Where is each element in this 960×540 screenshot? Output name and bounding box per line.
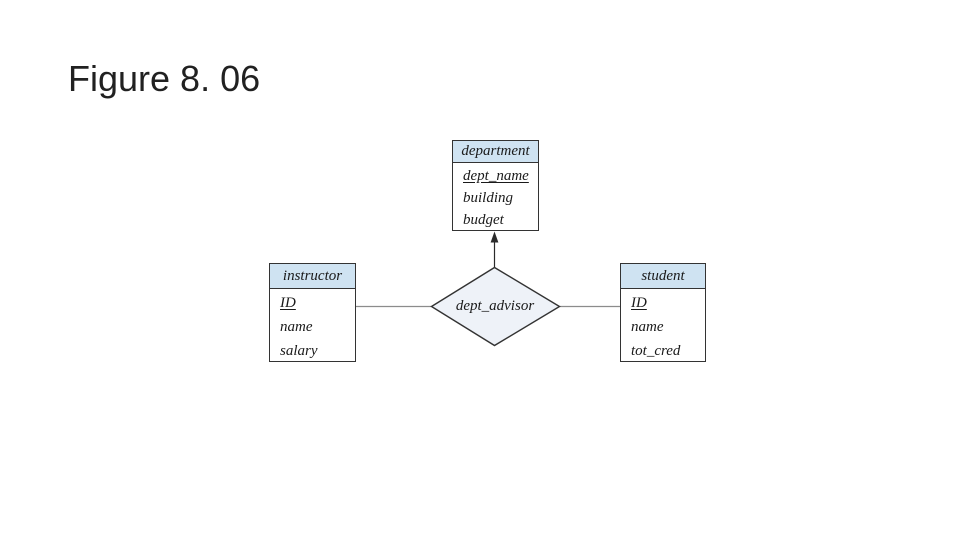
- entity-department: department dept_name building budget: [452, 140, 539, 231]
- entity-instructor-attributes: ID name salary: [270, 289, 355, 363]
- entity-student-header: student: [621, 264, 705, 289]
- attribute-instructor-name-label: name: [280, 319, 313, 335]
- entity-instructor: instructor ID name salary: [269, 263, 356, 362]
- slide-title: Figure 8. 06: [68, 58, 261, 99]
- entity-department-attributes: dept_name building budget: [453, 163, 538, 231]
- attribute-instructor-name: name: [280, 315, 355, 339]
- attribute-instructor-id-label: ID: [280, 295, 296, 311]
- relationship-label: dept_advisor: [455, 298, 535, 314]
- entity-student-attributes: ID name tot_cred: [621, 289, 705, 363]
- attribute-instructor-id: ID: [280, 291, 355, 315]
- entity-student: student ID name tot_cred: [620, 263, 706, 362]
- attribute-budget: budget: [463, 209, 538, 231]
- attribute-tot-cred: tot_cred: [631, 339, 705, 363]
- attribute-budget-label: budget: [463, 212, 504, 228]
- attribute-dept-name: dept_name: [463, 165, 538, 187]
- attribute-student-name-label: name: [631, 319, 664, 335]
- attribute-tot-cred-label: tot_cred: [631, 343, 681, 359]
- attribute-building-label: building: [463, 190, 514, 206]
- entity-instructor-header: instructor: [270, 264, 355, 289]
- attribute-salary-label: salary: [280, 343, 318, 359]
- entity-department-header: department: [453, 141, 538, 163]
- attribute-salary: salary: [280, 339, 355, 363]
- arrowhead-to-department-icon: [490, 231, 499, 243]
- attribute-dept-name-label: dept_name: [463, 168, 529, 184]
- attribute-student-name: name: [631, 315, 705, 339]
- attribute-student-id-label: ID: [631, 295, 647, 311]
- attribute-building: building: [463, 187, 538, 209]
- attribute-student-id: ID: [631, 291, 705, 315]
